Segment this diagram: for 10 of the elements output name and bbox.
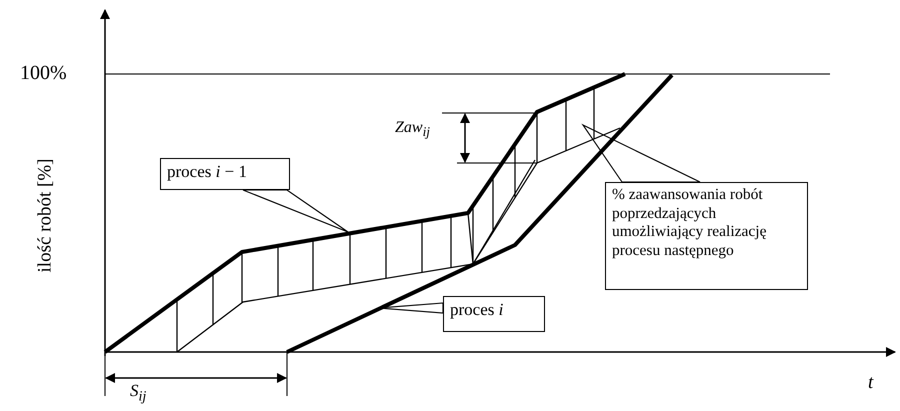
axis-label: t: [868, 373, 874, 392]
callout-box: proces i: [443, 296, 545, 332]
callout-box: % zaawansowania robót poprzedzających umożliwiający realizację procesu następnego: [605, 182, 808, 290]
leader-line: [242, 189, 349, 233]
axis-title: ilość robót [%]: [36, 158, 54, 272]
tick-label: 100%: [20, 63, 67, 83]
leader-line: [581, 124, 701, 183]
dimension-label: S$_{ij}$: [130, 382, 146, 404]
callout-box: proces i − 1: [160, 158, 290, 190]
dimension-label: Zaw$_{ij}$: [395, 120, 430, 139]
